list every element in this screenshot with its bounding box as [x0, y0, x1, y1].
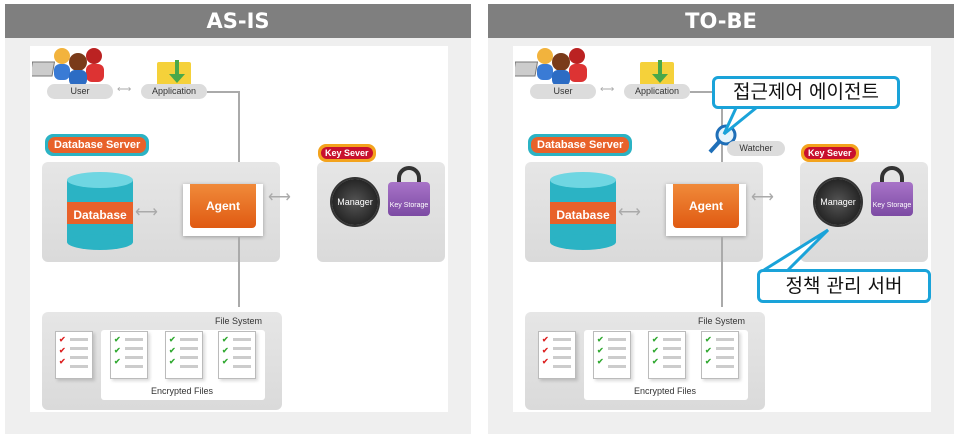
file-icon: ✔✔✔ — [55, 331, 93, 379]
database-server-label: Database Server — [48, 137, 147, 153]
key-server-tag: Key Sever — [801, 144, 859, 162]
manager-icon: Manager — [815, 179, 861, 225]
to-be-panel: TO-BE User ⟷ Application Database Server… — [488, 4, 954, 434]
users-icon — [32, 48, 104, 86]
as-is-panel: AS-IS User ⟷ Application Database Server… — [5, 4, 471, 434]
key-storage-icon: Key Storage — [388, 182, 430, 216]
panel-title: AS-IS — [5, 4, 471, 38]
database-server-label: Database Server — [531, 137, 630, 153]
folder-icon — [640, 60, 674, 86]
key-storage-icon: Key Storage — [871, 182, 913, 216]
encrypted-files-label: Encrypted Files — [151, 386, 214, 396]
connector-line — [238, 91, 240, 185]
agent-box: Agent — [666, 184, 746, 236]
agent-label: Agent — [190, 184, 256, 228]
callout-pointers — [722, 106, 830, 272]
db-agent-arrow: ⟷ — [135, 204, 158, 221]
user-label: User — [530, 84, 596, 99]
encrypted-file-icon: ✔✔✔ — [218, 331, 256, 379]
database-server-tag: Database Server — [45, 134, 150, 156]
agent-keyserver-arrow: ⟷ — [751, 189, 774, 206]
encrypted-file-icon: ✔✔✔ — [110, 331, 148, 379]
database-label: Database — [556, 208, 610, 222]
users-icon — [515, 48, 587, 86]
manager-icon: Manager — [332, 179, 378, 225]
encrypted-files-label: Encrypted Files — [634, 386, 697, 396]
panel-title: TO-BE — [488, 4, 954, 38]
application-label: Application — [624, 84, 690, 99]
file-system-label: File System — [215, 316, 263, 326]
database-server-tag: Database Server — [528, 134, 633, 156]
encrypted-file-icon: ✔✔✔ — [701, 331, 739, 379]
folder-icon — [157, 60, 191, 86]
key-server-label: Key Sever — [321, 147, 373, 159]
database-icon — [67, 172, 133, 250]
file-icon: ✔✔✔ — [538, 331, 576, 379]
file-system-label: File System — [698, 316, 746, 326]
database-icon — [550, 172, 616, 250]
policy-server-callout: 정책 관리 서버 — [757, 269, 931, 303]
connector-line — [238, 237, 240, 307]
connector-line — [690, 91, 723, 93]
encrypted-file-icon: ✔✔✔ — [648, 331, 686, 379]
bidirectional-arrow: ⟷ — [600, 84, 615, 95]
user-label: User — [47, 84, 113, 99]
access-control-agent-callout: 접근제어 에이전트 — [712, 76, 900, 109]
agent-keyserver-arrow: ⟷ — [268, 189, 291, 206]
application-label: Application — [141, 84, 207, 99]
database-label: Database — [73, 208, 127, 222]
agent-label: Agent — [673, 184, 739, 228]
encrypted-file-icon: ✔✔✔ — [593, 331, 631, 379]
encrypted-file-icon: ✔✔✔ — [165, 331, 203, 379]
connector-line — [207, 91, 240, 93]
key-server-label: Key Sever — [804, 147, 856, 159]
lock-shackle — [397, 166, 421, 184]
key-server-tag: Key Sever — [318, 144, 376, 162]
db-agent-arrow: ⟷ — [618, 204, 641, 221]
connector-line — [721, 237, 723, 307]
bidirectional-arrow: ⟷ — [117, 84, 132, 95]
lock-shackle — [880, 166, 904, 184]
watcher-label: Watcher — [727, 141, 785, 156]
agent-box: Agent — [183, 184, 263, 236]
